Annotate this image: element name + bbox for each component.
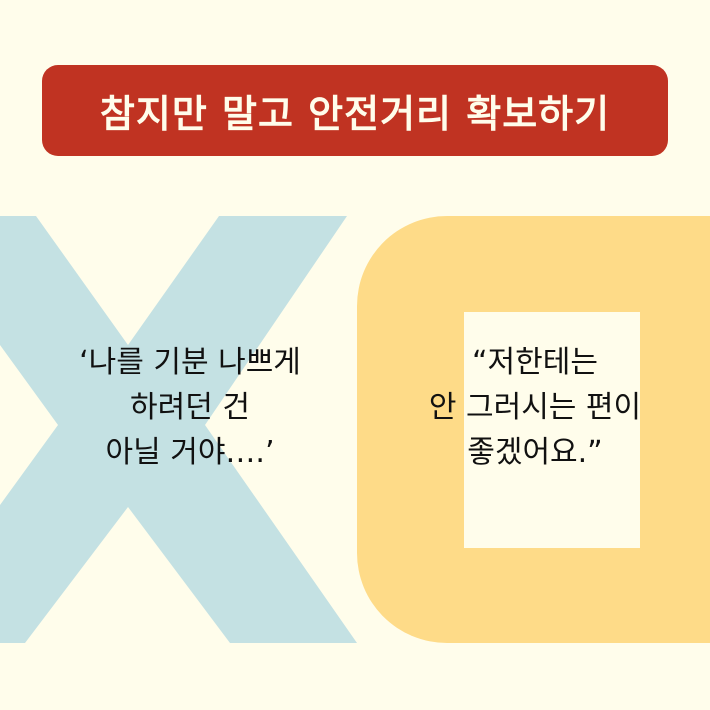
x-mark-icon bbox=[0, 216, 357, 643]
x-quote: ‘나를 기분 나쁘게 하려던 건 아닐 거야….’ bbox=[20, 340, 360, 475]
title-text: 참지만 말고 안전거리 확보하기 bbox=[99, 92, 611, 136]
title-banner: 참지만 말고 안전거리 확보하기 bbox=[42, 65, 668, 156]
x-quote-line-1: ‘나를 기분 나쁘게 bbox=[79, 345, 301, 380]
o-quote-line-1: “저한테는 bbox=[472, 345, 598, 380]
x-quote-line-2: 하려던 건 bbox=[130, 390, 250, 425]
o-quote: “저한테는 안 그러시는 편이 좋겠어요.” bbox=[370, 340, 700, 475]
o-mark-icon bbox=[357, 216, 710, 643]
x-quote-line-3: 아닐 거야….’ bbox=[105, 435, 275, 470]
o-quote-line-3: 좋겠어요.” bbox=[467, 435, 603, 470]
o-quote-line-2: 안 그러시는 편이 bbox=[428, 390, 642, 425]
